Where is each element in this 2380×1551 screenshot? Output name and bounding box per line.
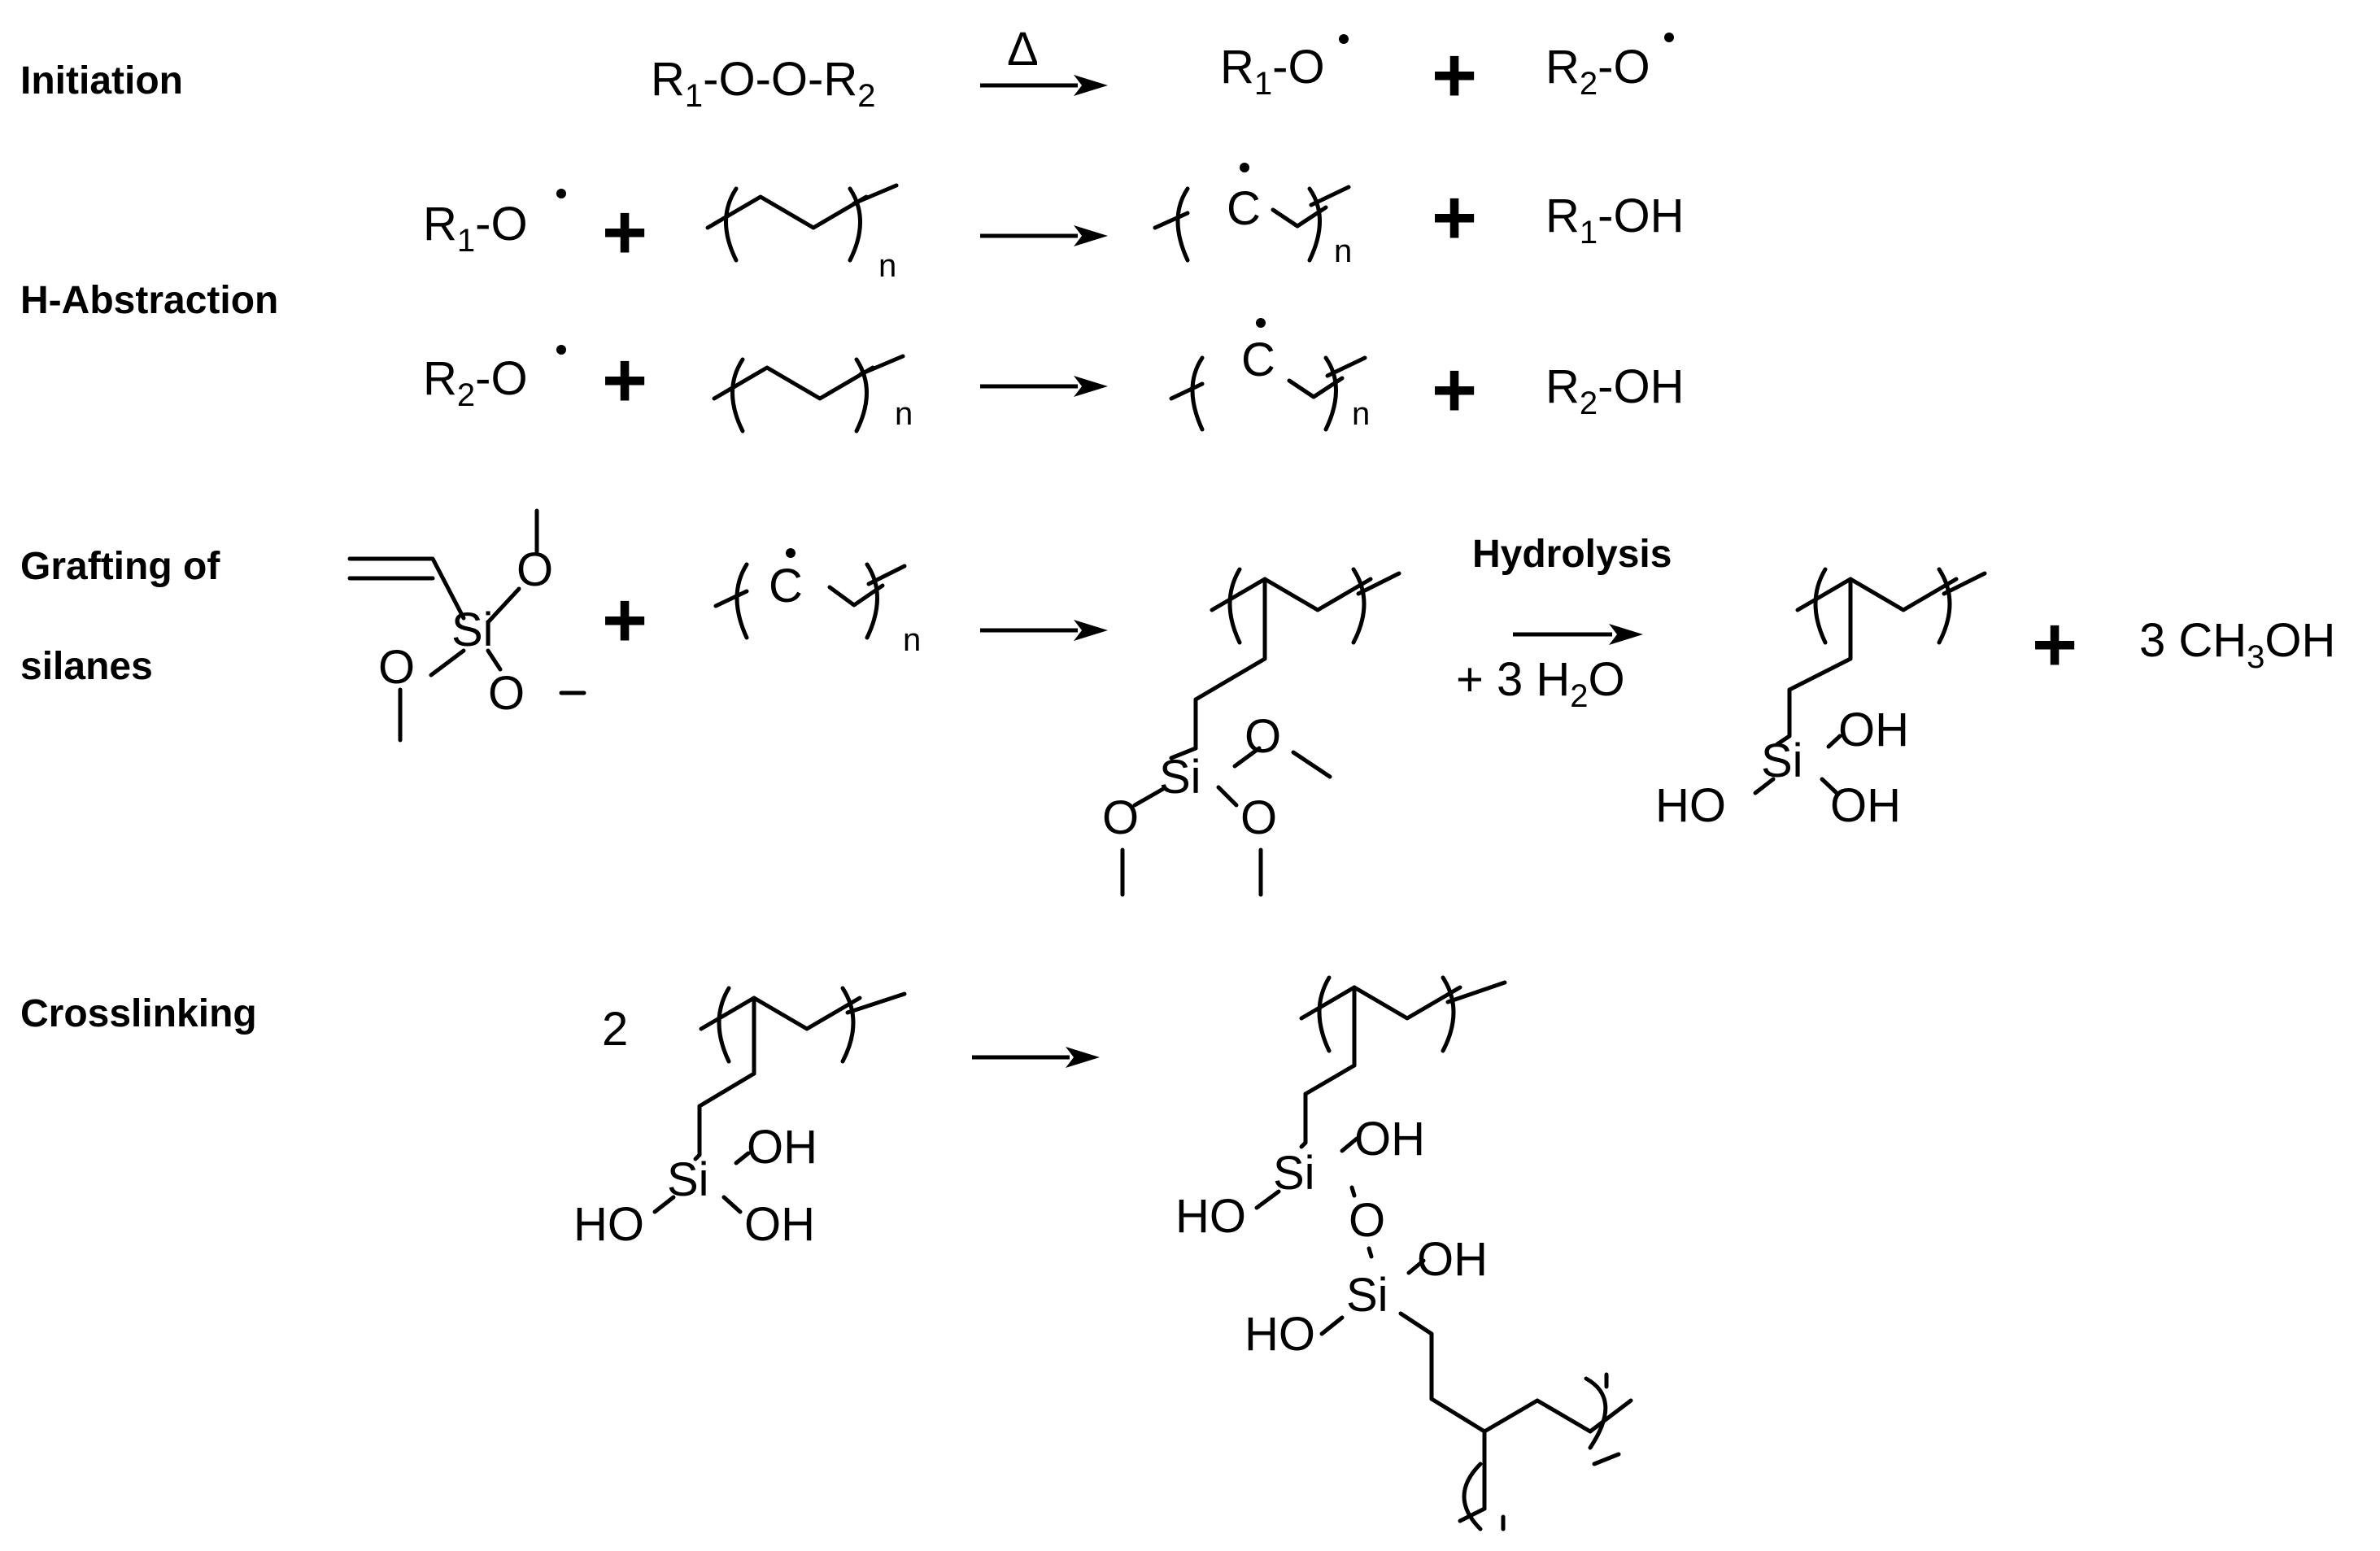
polymer-radical-unit	[1169, 355, 1367, 432]
grafted-silane-product	[1120, 567, 1401, 897]
crosslink-HO-top: HO	[1175, 1190, 1246, 1243]
silane-O-top: O	[517, 543, 553, 596]
label-grafting-line2: silanes	[20, 645, 153, 688]
methanol-product: 3 CH3OH	[2139, 614, 2335, 675]
reaction-arrow	[980, 376, 1108, 397]
radical-dot	[1339, 34, 1349, 44]
radical-dot	[1256, 318, 1266, 328]
alkoxy-radical-2: R2-O	[423, 352, 528, 413]
alcohol-product-1: R1-OH	[1545, 190, 1684, 251]
silanol-Si: Si	[1761, 734, 1803, 787]
crosslink-Si-bottom: Si	[1346, 1269, 1388, 1322]
repeat-n: n	[878, 248, 896, 284]
repeat-n: n	[903, 622, 921, 658]
silanol-HO: HO	[1655, 779, 1726, 832]
plus-sign: +	[602, 337, 647, 424]
silanol-grafted-product	[1753, 567, 1987, 795]
radical-dot	[786, 548, 796, 558]
radical-dot	[556, 345, 566, 355]
reaction-arrow	[972, 1047, 1100, 1068]
grafted-O-bottom: O	[1240, 791, 1277, 844]
peroxide: R1-O-O-R2	[651, 53, 875, 114]
radical-dot	[1664, 33, 1674, 42]
vinyltrimethoxysilane	[347, 508, 586, 743]
reaction-arrow	[980, 225, 1108, 246]
grafted-Si: Si	[1159, 751, 1201, 804]
alcohol-product-2: R2-OH	[1545, 360, 1684, 421]
polymer-radical-unit	[713, 562, 907, 640]
grafted-O-right: O	[1244, 710, 1281, 763]
label-grafting-line1: Grafting of	[20, 545, 220, 588]
reactant-Si: Si	[667, 1153, 709, 1206]
label-crosslinking: Crosslinking	[20, 992, 257, 1035]
polyethylene-unit	[712, 354, 905, 433]
crosslink-OH-bottom: OH	[1417, 1233, 1488, 1286]
crosslink-O: O	[1349, 1194, 1385, 1247]
repeat-n: n	[895, 396, 913, 432]
crosslinked-product	[1254, 975, 1633, 1531]
plus-sign: +	[1432, 32, 1477, 119]
plus-sign: +	[1432, 346, 1477, 433]
label-h-abstraction: H-Abstraction	[20, 279, 278, 322]
alkoxy-radical-1: R1-O	[423, 198, 528, 259]
reactant-OH-top: OH	[747, 1121, 817, 1174]
reactant-HO: HO	[573, 1198, 644, 1251]
radical-carbon: C	[769, 560, 803, 612]
plus-sign: +	[602, 189, 647, 276]
hydrolysis-label: Hydrolysis	[1472, 533, 1672, 576]
crosslink-OH-top: OH	[1354, 1113, 1425, 1165]
stoichiometric-coefficient: 2	[602, 1003, 628, 1056]
plus-sign: +	[602, 577, 647, 664]
polyethylene-unit	[705, 183, 899, 263]
grafted-O-left: O	[1102, 791, 1139, 844]
silane-Si: Si	[451, 603, 494, 656]
crosslink-HO-bottom: HO	[1244, 1308, 1315, 1361]
silane-O-left: O	[378, 641, 415, 694]
repeat-n: n	[1352, 396, 1370, 432]
initiation-arrow	[980, 75, 1108, 96]
radical-dot	[1240, 163, 1249, 172]
hydrolysis-arrow	[1513, 624, 1643, 645]
radical-carbon: C	[1227, 182, 1261, 235]
reactant-OH-bottom: OH	[744, 1198, 815, 1251]
silanol-reactant	[652, 986, 907, 1214]
repeat-n: n	[1334, 233, 1352, 269]
heat-symbol: Δ	[1007, 23, 1039, 76]
radical-dot	[556, 189, 566, 198]
plus-sign: +	[2032, 601, 2077, 688]
alkoxy-radical-2: R2-O	[1545, 41, 1650, 102]
silanol-OH-bottom: OH	[1830, 779, 1901, 832]
plus-sign: +	[1432, 174, 1477, 261]
polymer-radical-unit	[1153, 185, 1351, 263]
water-reagent: + 3 H2O	[1456, 653, 1625, 714]
label-initiation: Initiation	[20, 59, 183, 102]
silane-O-right: O	[488, 667, 525, 720]
radical-carbon: C	[1241, 333, 1275, 386]
crosslink-Si-top: Si	[1273, 1147, 1315, 1200]
alkoxy-radical-1: R1-O	[1220, 41, 1325, 102]
silanol-OH-top: OH	[1838, 704, 1909, 756]
reaction-arrow	[980, 620, 1108, 641]
